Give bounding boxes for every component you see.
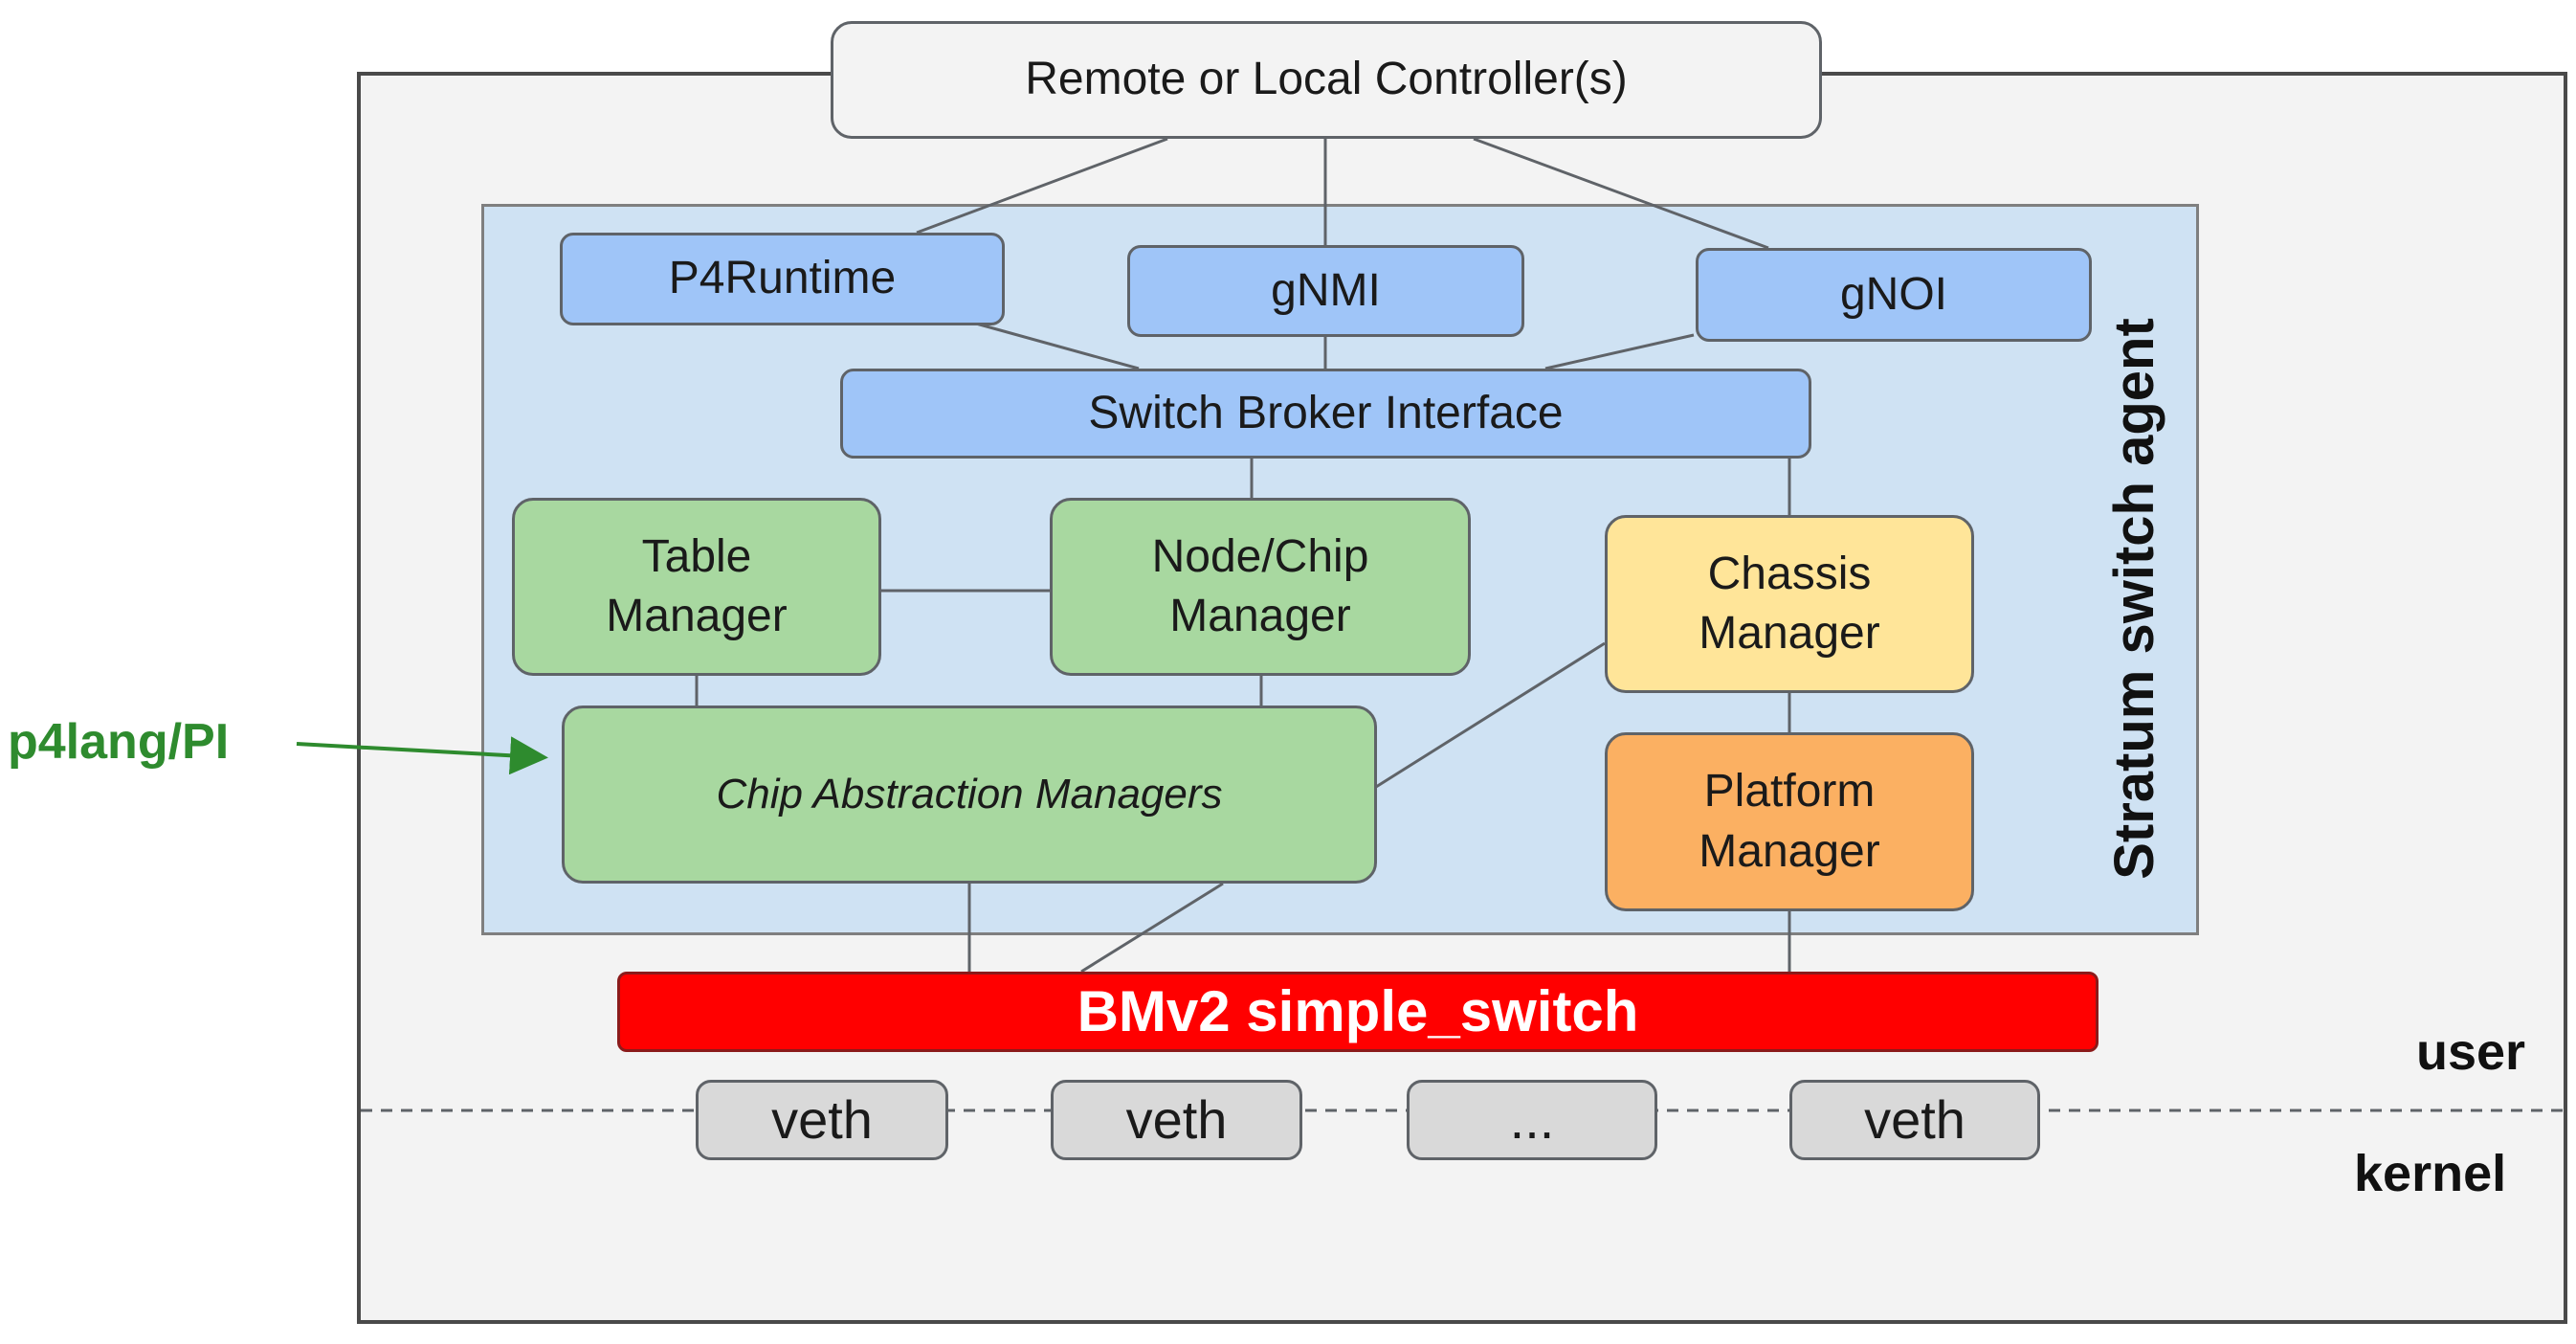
controller-box: Remote or Local Controller(s): [831, 21, 1822, 139]
stratum-agent-label: Stratum switch agent: [2102, 317, 2165, 880]
chassis-manager-box: Chassis Manager: [1605, 515, 1974, 693]
chassis-manager-label: Chassis Manager: [1699, 548, 1880, 659]
user-space-label: user: [2416, 1023, 2526, 1081]
line-gnoi-broker: [1544, 333, 1695, 370]
p4runtime-box: P4Runtime: [560, 233, 1005, 325]
bmv2-label: BMv2 simple_switch: [1077, 979, 1639, 1043]
veth-label-2: veth: [1125, 1088, 1228, 1150]
line-p4runtime-broker: [975, 322, 1140, 370]
line-controller-gnoi: [1473, 137, 1769, 250]
chip-abstraction-managers-box: Chip Abstraction Managers: [562, 706, 1377, 884]
kernel-space-label: kernel: [2354, 1145, 2507, 1202]
p4runtime-label: P4Runtime: [668, 253, 897, 304]
gnmi-box: gNMI: [1127, 245, 1524, 337]
p4lang-arrow: [296, 736, 548, 775]
controller-label: Remote or Local Controller(s): [1025, 54, 1628, 105]
line-cam-bmv2-2: [1080, 882, 1224, 974]
gnoi-label: gNOI: [1839, 268, 1948, 320]
gnoi-box: gNOI: [1696, 248, 2092, 342]
node-chip-manager-box: Node/Chip Manager: [1050, 498, 1471, 676]
gnmi-label: gNMI: [1271, 264, 1381, 316]
switch-broker-label: Switch Broker Interface: [1088, 387, 1564, 438]
veth-box-2: veth: [1051, 1080, 1302, 1160]
line-controller-p4runtime: [916, 137, 1168, 235]
platform-manager-label: Platform Manager: [1699, 766, 1880, 877]
veth-box-4: veth: [1789, 1080, 2040, 1160]
table-manager-label: Table Manager: [606, 530, 788, 641]
line-chassis-cam: [1375, 641, 1606, 789]
stratum-agent-label-wrap: Stratum switch agent: [2086, 292, 2182, 905]
platform-manager-box: Platform Manager: [1605, 732, 1974, 911]
p4lang-pi-label: p4lang/PI: [8, 714, 230, 770]
veth-box-1: veth: [696, 1080, 948, 1160]
veth-label-4: veth: [1864, 1088, 1965, 1150]
switch-broker-box: Switch Broker Interface: [840, 369, 1811, 459]
table-manager-box: Table Manager: [512, 498, 881, 676]
veth-label-1: veth: [771, 1088, 873, 1150]
bmv2-simple-switch-box: BMv2 simple_switch: [617, 972, 2099, 1052]
node-chip-manager-label: Node/Chip Manager: [1151, 530, 1369, 641]
veth-label-ellipsis: ...: [1509, 1088, 1555, 1150]
chip-abstraction-label: Chip Abstraction Managers: [716, 771, 1223, 818]
veth-box-ellipsis: ...: [1407, 1080, 1657, 1160]
